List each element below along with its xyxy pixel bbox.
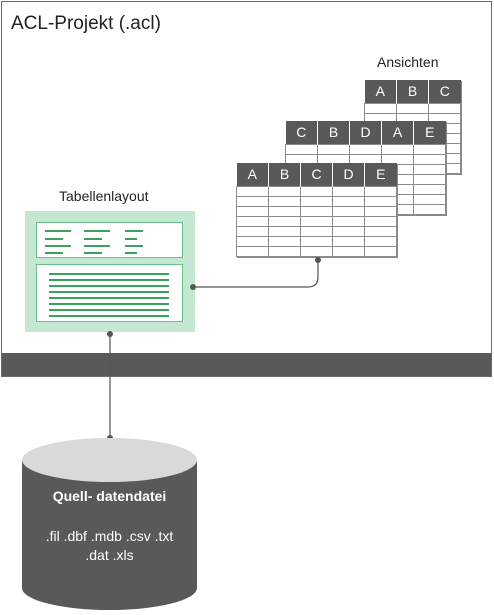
column-header: C <box>300 163 333 186</box>
column-header: C <box>428 80 461 103</box>
connector-dot <box>190 284 196 290</box>
view-table-front: A B C D E <box>236 163 397 257</box>
column-header: A <box>364 80 397 103</box>
column-header: E <box>364 163 397 186</box>
view-header-row: C B D A E <box>285 121 446 144</box>
connector-dot <box>107 331 113 337</box>
views-label: Ansichten <box>377 54 439 70</box>
column-header: D <box>332 163 365 186</box>
project-footer-bar <box>2 353 491 376</box>
view-header-row: A B C <box>364 80 461 103</box>
source-file-extensions: .dat .xls <box>85 547 134 563</box>
column-header: B <box>268 163 301 186</box>
column-header: B <box>396 80 429 103</box>
column-header: B <box>317 121 350 144</box>
layout-body-card <box>36 264 183 322</box>
table-layout-label: Tabellenlayout <box>59 188 149 204</box>
layout-to-view-connector <box>193 260 319 288</box>
layout-header-card <box>36 222 183 258</box>
column-header: A <box>381 121 414 144</box>
column-header: C <box>285 121 318 144</box>
source-data-cylinder <box>22 438 197 610</box>
source-file-title: Quell- datendatei <box>52 488 167 504</box>
column-header: D <box>349 121 382 144</box>
view-header-row: A B C D E <box>236 163 397 186</box>
source-file-extensions: .fil .dbf .mdb .csv .txt <box>45 528 174 544</box>
table-layout-panel <box>25 211 195 332</box>
column-header: E <box>413 121 446 144</box>
connector-dot <box>315 257 321 263</box>
project-title: ACL-Projekt (.acl) <box>11 13 161 34</box>
column-header: A <box>236 163 269 186</box>
